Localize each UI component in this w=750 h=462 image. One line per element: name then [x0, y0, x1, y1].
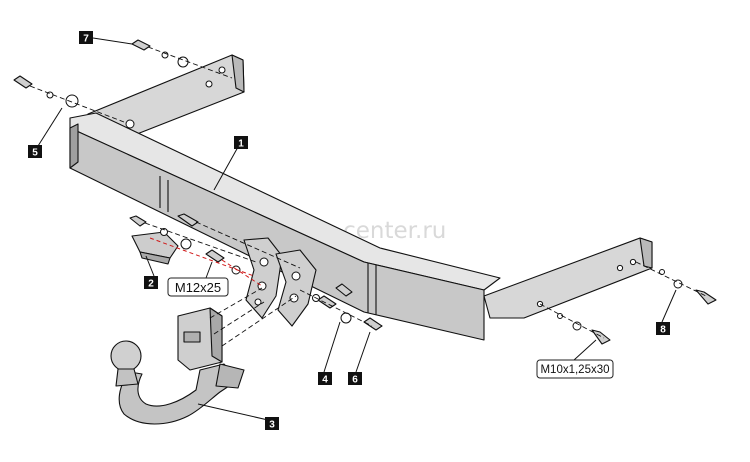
bolt-set-7 — [131, 39, 189, 68]
spec-label-m12x25: M12x25 — [167, 277, 229, 297]
spec-label-m10x1-25x30: M10x1,25x30 — [536, 359, 614, 379]
svg-text:2: 2 — [148, 279, 154, 290]
svg-text:3: 3 — [269, 420, 275, 431]
callout-7: 7 — [79, 31, 93, 45]
crossbar-beam — [69, 54, 653, 341]
callout-1: 1 — [234, 136, 248, 150]
svg-text:M12x25: M12x25 — [175, 280, 221, 295]
callout-2: 2 — [144, 276, 158, 290]
svg-text:7: 7 — [83, 34, 89, 45]
leader-lines — [37, 37, 677, 421]
svg-text:1: 1 — [238, 139, 244, 150]
bolt-set-m10 — [557, 313, 611, 345]
callout-4: 4 — [318, 372, 332, 386]
bracket-part-2 — [131, 231, 179, 265]
callout-3: 3 — [265, 417, 279, 431]
callout-5: 5 — [28, 145, 42, 159]
bolt-set-4-6 — [312, 283, 383, 331]
callout-8: 8 — [656, 322, 670, 336]
mounting-bracket-left — [243, 237, 283, 319]
svg-text:5: 5 — [32, 148, 38, 159]
bolt-set-5 — [13, 75, 79, 108]
svg-text:M10x1,25x30: M10x1,25x30 — [540, 364, 609, 376]
svg-text:8: 8 — [660, 325, 666, 336]
svg-text:4: 4 — [322, 375, 328, 386]
svg-text:6: 6 — [352, 375, 358, 386]
callout-6: 6 — [348, 372, 362, 386]
ball-mount-part-3 — [110, 307, 245, 425]
bolt-set-center — [129, 213, 241, 275]
assembly-dashed-lines — [29, 46, 707, 347]
